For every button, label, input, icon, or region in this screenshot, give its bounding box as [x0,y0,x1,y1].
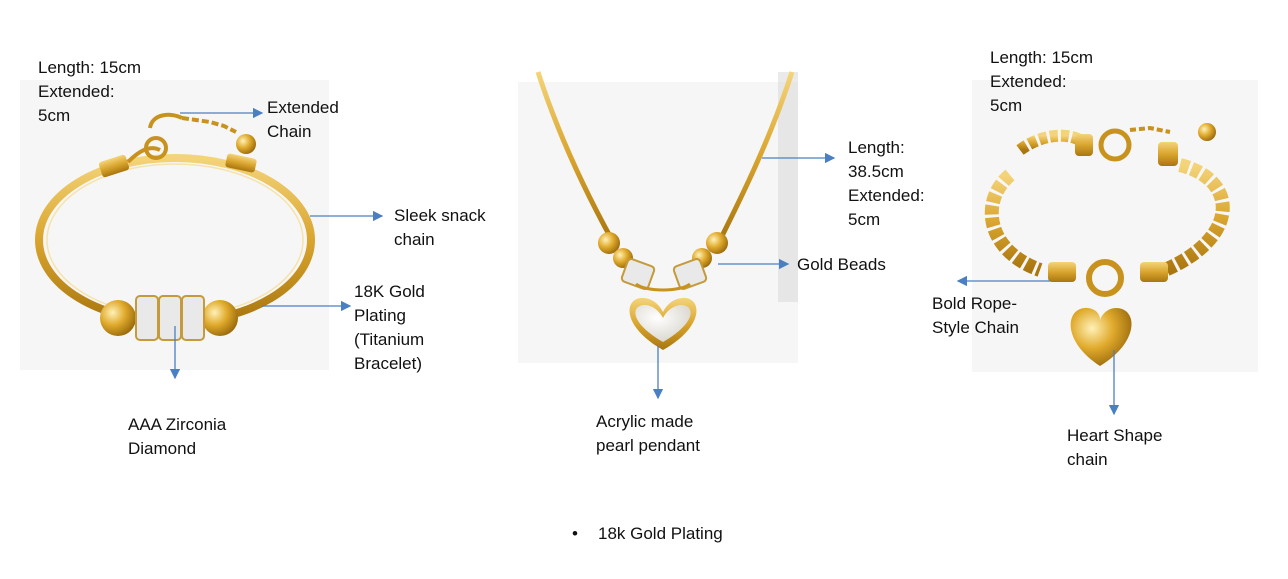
callout-arrows [169,107,1120,416]
bracelet-rope-drawing [984,123,1230,366]
bracelet-snake-drawing [35,112,315,341]
bracelet1-zirconia-label: AAA Zirconia Diamond [128,415,227,458]
necklace-pendant-label: Acrylic made pearl pendant [596,412,700,455]
bracelet3-length-label: Length: 15cm Extended: 5cm [990,48,1094,115]
necklace-length-label: Length: 38.5cm Extended: 5cm [848,138,925,229]
bracelet1-plating-label: 18K Gold Plating (Titanium Bracelet) [354,282,425,373]
bracelet3-heart-label: Heart Shape chain [1067,426,1163,469]
footer-bullet-item: • 18k Gold Plating [572,522,723,546]
footer-bullet-text: 18k Gold Plating [598,524,723,543]
bullet-marker: • [572,524,578,543]
bracelet1-extended-chain-label: Extended Chain [267,98,339,141]
bracelet1-sleek-chain-label: Sleek snack chain [394,206,486,249]
necklace-drawing [535,71,798,350]
bracelet1-length-label: Length: 15cm Extended: 5cm [38,58,142,125]
necklace-beads-label: Gold Beads [797,255,886,274]
bracelet3-rope-label: Bold Rope- Style Chain [932,294,1019,337]
